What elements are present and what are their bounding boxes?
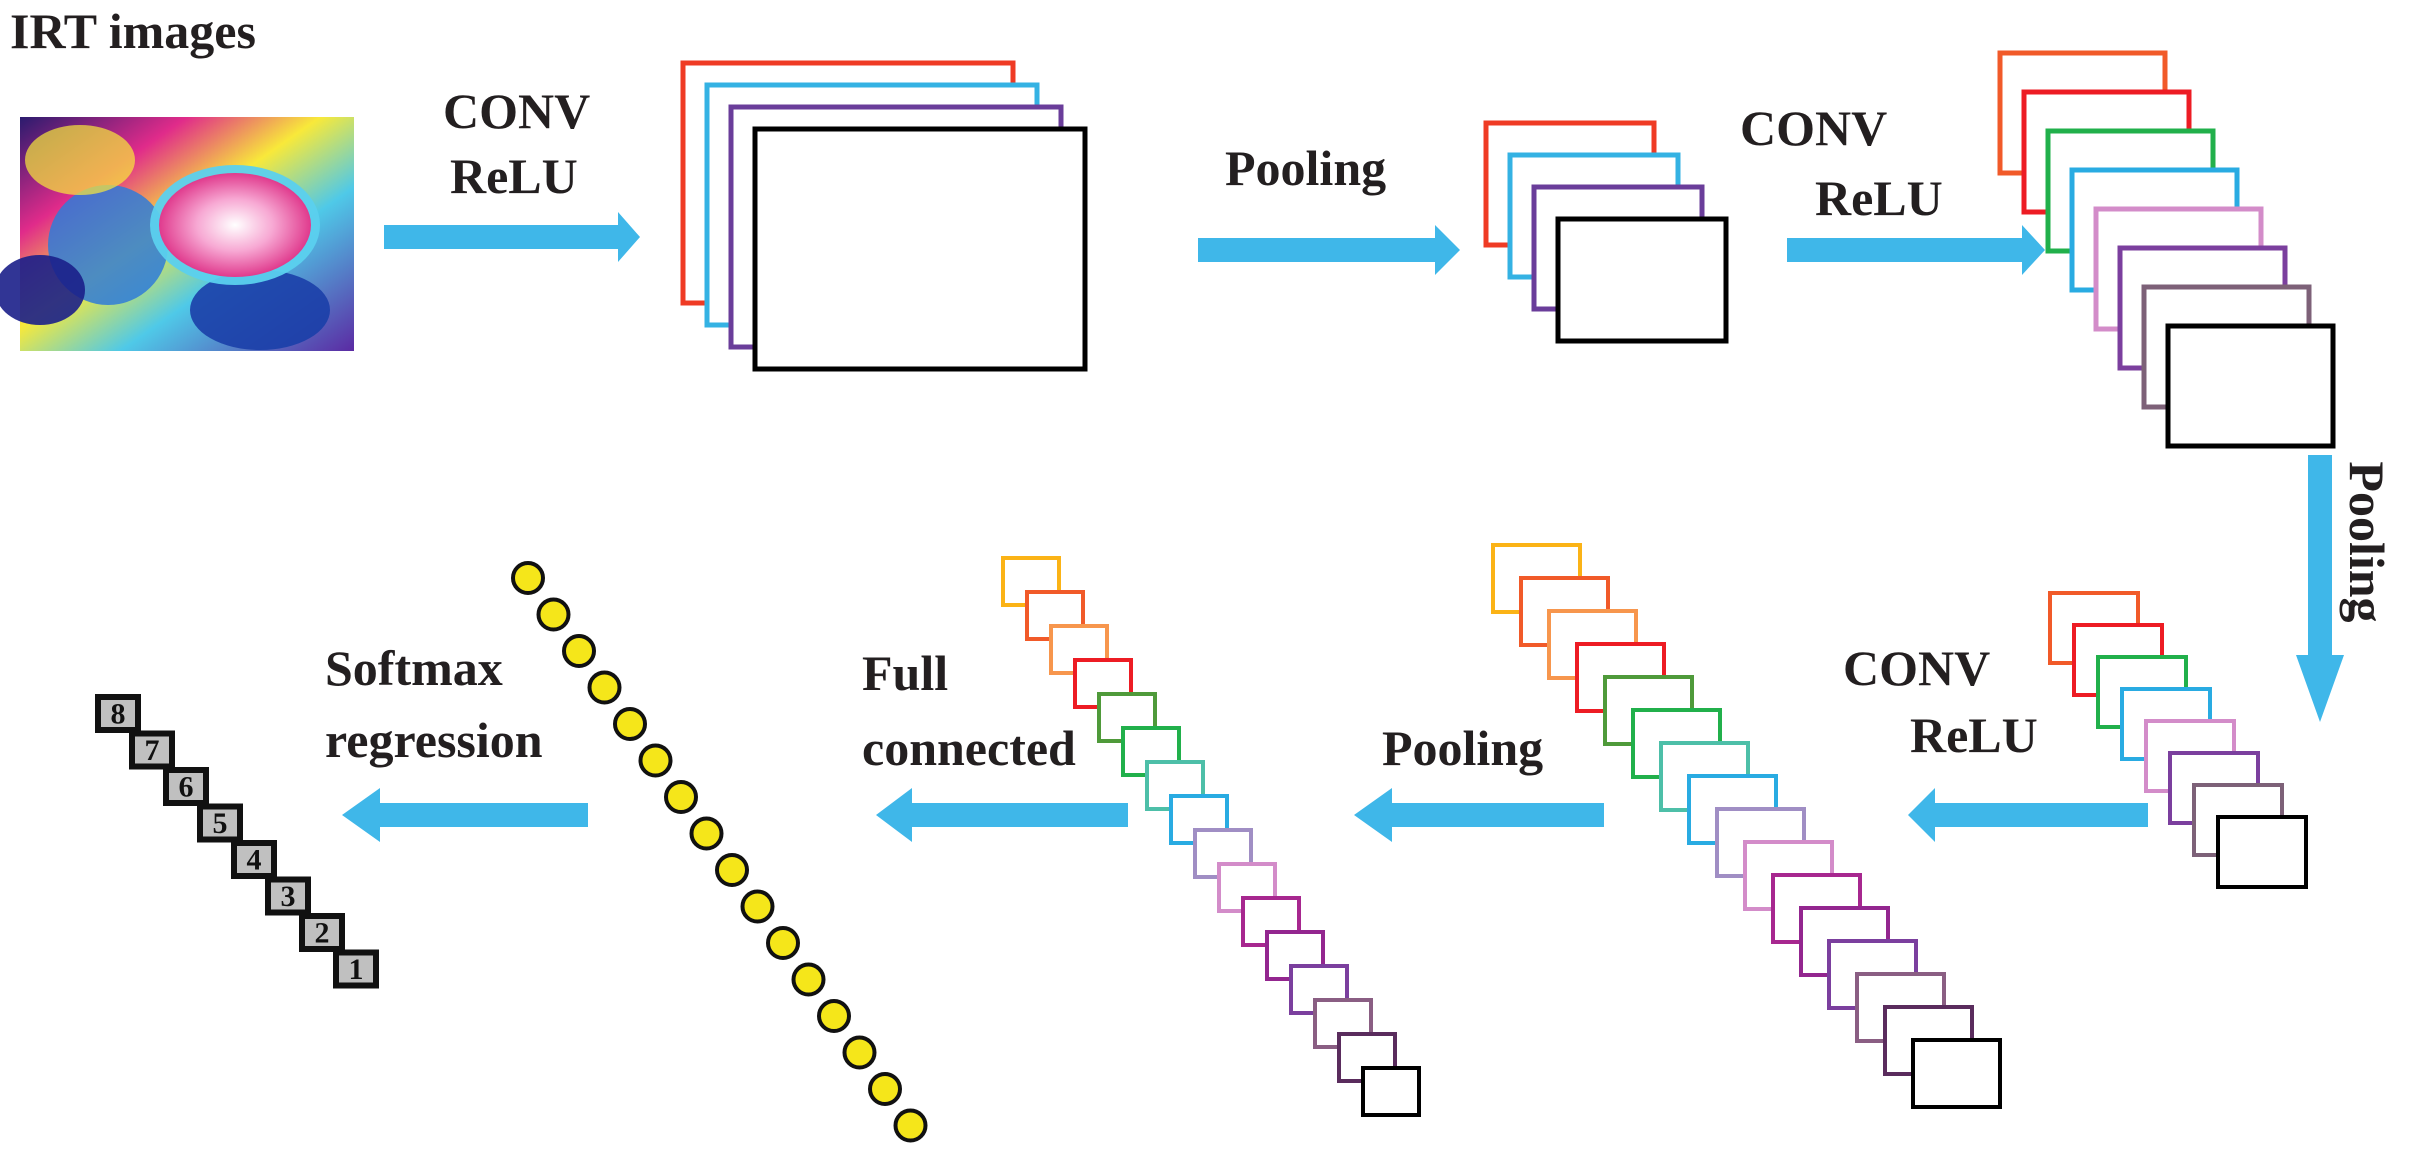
output-class-label: 6 [179,771,194,804]
output-class-node: 1 [333,949,379,989]
output-class-node: 8 [95,694,141,733]
output-class-label: 3 [281,880,296,913]
output-class-node: 6 [163,767,209,806]
feature-maps-pool1 [1483,120,1729,344]
fc-neuron [689,816,724,851]
arrow-softmax [342,788,588,842]
feature-map [2165,323,2336,449]
fc-neuron [766,926,800,960]
conv3-label: CONV [1843,640,1990,696]
relu2-label: ReLU [1815,170,1943,226]
fc-neuron [868,1072,902,1106]
feature-maps-conv2 [1997,50,2336,449]
feature-maps-pool3 [1491,543,2002,1109]
output-class-node: 2 [299,913,345,952]
arrow-conv1 [384,212,640,262]
fc-neuron [511,561,545,595]
softmax-label-line2: regression [325,712,543,768]
fc-neuron [562,634,596,668]
feature-map [752,126,1088,372]
fc-label-line1: Full [862,645,948,701]
feature-maps-conv3-expanded [1001,556,1421,1117]
fc-neuron [842,1035,877,1070]
feature-map [1911,1038,2002,1109]
output-class-label: 4 [247,844,262,877]
output-class-label: 1 [349,953,364,986]
fc-neuron [587,670,622,705]
feature-map [1361,1066,1421,1117]
fc-neuron [536,597,571,632]
output-class-label: 2 [315,917,330,950]
arrow-pool3 [1354,788,1604,842]
fc-label-line2: connected [862,720,1076,776]
output-class-node: 7 [129,730,175,770]
output-class-label: 7 [145,734,160,767]
output-class-label: 5 [213,807,228,840]
arrows [342,212,2344,842]
pool2-label: Pooling [2339,461,2395,622]
irt-input-image [0,117,354,351]
feature-maps-conv3 [2048,591,2308,889]
fc-neuron [613,707,647,741]
softmax-label-line1: Softmax [325,640,503,696]
relu3-label: ReLU [1910,707,2038,763]
output-class-node: 4 [231,840,277,879]
arrow-pool1 [1198,225,1460,275]
feature-maps-conv1 [680,60,1088,372]
output-class-label: 8 [111,698,126,731]
fc-neuron [740,889,775,924]
feature-map [2216,815,2308,889]
pool1-label: Pooling [1225,140,1386,196]
arrow-fc [876,788,1128,842]
arrow-pool2 [2296,455,2344,722]
fully-connected-neurons [511,561,928,1143]
pool3-label: Pooling [1382,720,1543,776]
fc-neuron [791,962,826,997]
input-title: IRT images [10,3,256,59]
fc-neuron [893,1108,928,1143]
fc-neuron [664,780,698,814]
output-class-node: 5 [197,803,243,843]
fc-neuron [715,853,749,887]
fc-neuron [638,743,673,778]
relu1-label: ReLU [450,148,578,204]
feature-map [1097,692,1157,743]
feature-map [1555,216,1729,344]
conv2-label: CONV [1740,100,1887,156]
fc-neuron [817,999,851,1033]
conv1-label: CONV [443,83,590,139]
arrow-conv2 [1787,225,2045,275]
arrow-conv3 [1908,788,2148,842]
output-class-node: 3 [265,876,311,916]
